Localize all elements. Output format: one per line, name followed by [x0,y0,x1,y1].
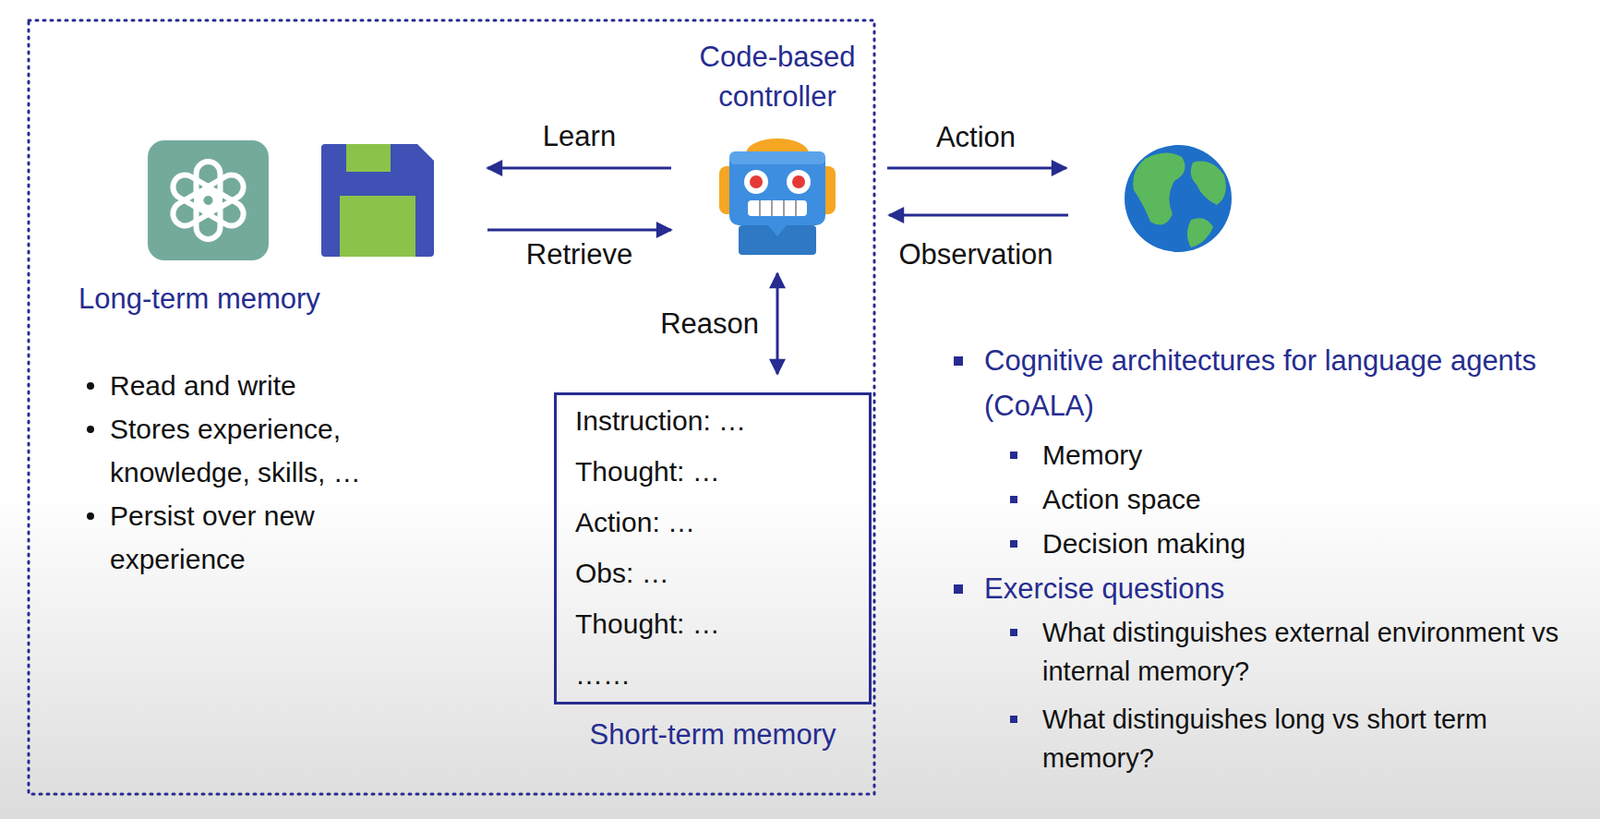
square-bullet [953,584,963,594]
box-heading: Short-term memory [589,718,837,752]
openai-logo [147,140,269,261]
list-item: What distinguishes long vs short term me… [1042,699,1591,778]
list-item: What distinguishes external environment … [1042,613,1591,691]
memory-line: Instruction: … [556,395,869,446]
globe-icon [1124,144,1232,253]
list-item: Action space [1042,477,1591,522]
bullet-dot [86,382,95,390]
bullet-text: Persist over new experience [109,493,397,581]
controller: Code-based controller [671,36,884,268]
square-bullet [1010,451,1018,459]
square-bullet [1010,540,1018,548]
bullet-list: Cognitive architectures for language age… [953,337,1591,778]
list-heading: Cognitive architectures for language age… [984,337,1539,429]
bullet-dot [86,425,95,434]
connector-arrow [487,228,672,232]
list-heading: Exercise questions [984,565,1539,612]
memory-line: Obs: … [556,547,869,599]
memory-box: Instruction: …Thought: …Action: …Obs: …T… [553,392,872,705]
list-text: What distinguishes long vs short term me… [1042,699,1569,778]
memory-group: Long-term memoryRead and writeStores exp… [78,133,485,581]
action-arrow [887,167,1067,170]
list-item: Decision making [1042,521,1591,566]
memory-line: Action: … [556,496,869,548]
memory-line: Thought: … [556,598,869,650]
edge-label: Learn [542,120,616,154]
bullet-dot [86,512,95,520]
robot-icon [719,138,836,255]
arrow-label: Action [936,120,1016,155]
group-heading: Long-term memory [78,281,485,317]
list-text: Memory [1042,433,1560,478]
square-bullet [1010,628,1018,637]
list-item: Cognitive architectures for language age… [984,337,1591,429]
agent-boundary [28,20,875,794]
bullet-text: Stores experience, knowledge, skills, … [109,407,397,494]
edge-label: Reason [660,307,759,341]
component-heading: Code-based controller [698,36,856,117]
floppy-disk-icon [321,144,434,257]
list-item: Exercise questions [984,565,1591,612]
connector-arrow [776,273,780,374]
memory-line: Thought: … [556,445,869,497]
arrow-label: Observation [898,238,1053,272]
memory-line: …… [556,649,869,700]
edge-label: Retrieve [526,238,633,272]
bullet-text: Read and write [109,363,397,408]
square-bullet [1010,715,1018,723]
list-text: What distinguishes external environment … [1042,613,1569,691]
square-bullet [953,356,963,366]
list-text: Action space [1042,477,1560,522]
observation-arrow [889,214,1069,217]
list-text: Decision making [1042,521,1560,566]
square-bullet [1010,495,1018,504]
list-item: Memory [1042,433,1591,478]
connector-arrow [487,167,672,170]
